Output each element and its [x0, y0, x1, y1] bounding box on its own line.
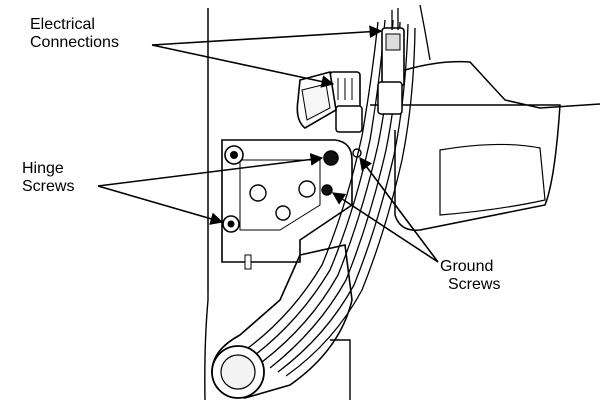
arrow-hinge-lower	[97, 185, 224, 225]
electrical-connector-upper	[377, 27, 405, 115]
callout-electrical-line1: Electrical	[30, 16, 95, 33]
hinge-screw-lower-head	[227, 220, 235, 228]
arrow-electrical-lower	[151, 44, 335, 88]
arrow-ground-upper	[359, 156, 439, 263]
arrow-hinge-upper	[97, 153, 324, 187]
callout-hinge-line2: Screws	[22, 178, 75, 195]
cabinet-side-panel	[370, 60, 601, 231]
bracket-hole-center	[298, 180, 316, 198]
callout-ground-line1: Ground	[440, 258, 494, 275]
callout-ground-screws: Ground Screws	[440, 258, 500, 294]
ground-screw-lower	[321, 184, 333, 196]
cable-grommet-inner	[220, 354, 256, 390]
callout-ground-line2: Screws	[448, 276, 501, 293]
bracket-hole-left	[249, 184, 267, 202]
lower-cabinet-outline	[204, 290, 351, 401]
bracket-hole-lower	[275, 205, 291, 221]
callout-electrical-line2: Connections	[30, 34, 119, 51]
bracket-slot	[244, 254, 252, 270]
arrow-ground-lower	[331, 192, 439, 263]
hinge-screw-upper	[323, 150, 339, 166]
connector-clip-inner	[301, 83, 331, 121]
top-wires	[391, 4, 431, 61]
arrow-electrical-upper	[151, 25, 383, 46]
cabinet-side-inner	[439, 143, 546, 216]
callout-hinge-line1: Hinge	[22, 160, 64, 177]
callout-hinge-screws: Hinge Screws	[22, 160, 74, 196]
callout-electrical-connections: Electrical Connections	[30, 16, 119, 52]
electrical-connector-lower	[329, 71, 363, 133]
bracket-corner-screw-head	[230, 151, 238, 159]
